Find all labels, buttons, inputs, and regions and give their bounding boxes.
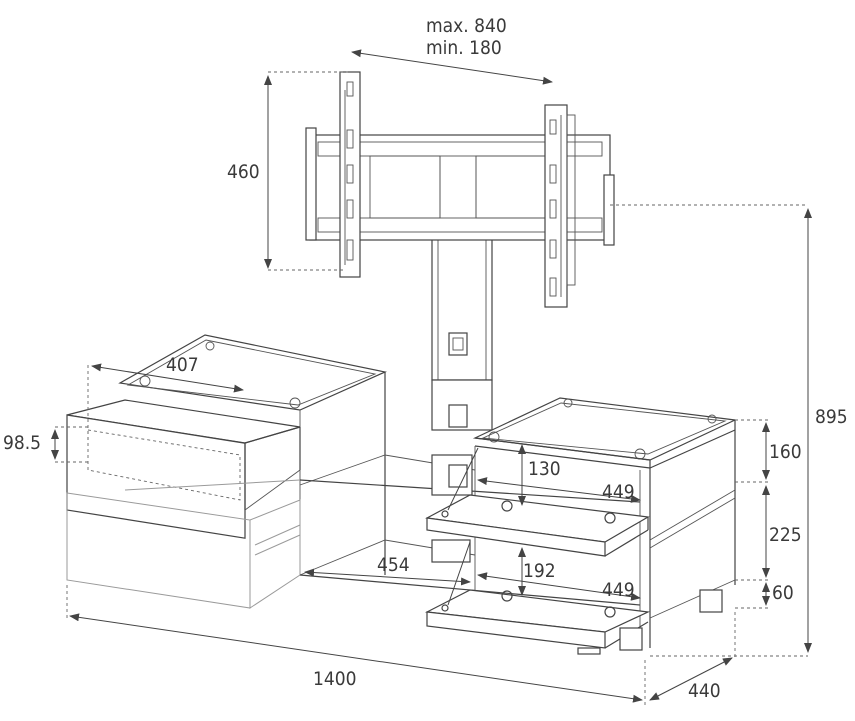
center-opening-width-label: 454 bbox=[377, 554, 410, 576]
brand-plate bbox=[577, 647, 601, 655]
drawer-front-height-label: 98.5 bbox=[3, 432, 41, 454]
bracket-height-label: 460 bbox=[227, 161, 260, 183]
total-height-label: 895 bbox=[815, 406, 848, 428]
bracket-span-max-label: max. 840 bbox=[426, 15, 507, 37]
upper-compartment-height-label: 160 bbox=[769, 441, 802, 463]
cable-port bbox=[448, 332, 468, 356]
dimension-labels: max. 840 min. 180 460 895 407 98.5 160 2… bbox=[3, 15, 848, 702]
tv-bracket bbox=[305, 71, 615, 381]
middle-compartment-height-label: 225 bbox=[769, 524, 802, 546]
upper-shelf-clearance-label: 130 bbox=[528, 458, 561, 480]
dimension-lines bbox=[51, 49, 812, 705]
left-mount-rail bbox=[339, 71, 361, 278]
front-foot bbox=[619, 627, 643, 651]
lower-shelf-width-label: 449 bbox=[602, 579, 635, 601]
tv-cabinet bbox=[66, 334, 738, 655]
foot-height-label: 60 bbox=[772, 582, 794, 604]
drawer-depth-label: 407 bbox=[166, 354, 199, 376]
center-column bbox=[431, 214, 493, 381]
back-foot bbox=[699, 589, 723, 613]
upper-shelf-width-label: 449 bbox=[602, 481, 635, 503]
bracket-span-min-label: min. 180 bbox=[426, 37, 502, 59]
total-depth-label: 440 bbox=[688, 680, 721, 702]
left-module-top bbox=[118, 334, 387, 411]
total-width-label: 1400 bbox=[313, 668, 357, 690]
lower-shelf-clearance-label: 192 bbox=[523, 560, 556, 582]
